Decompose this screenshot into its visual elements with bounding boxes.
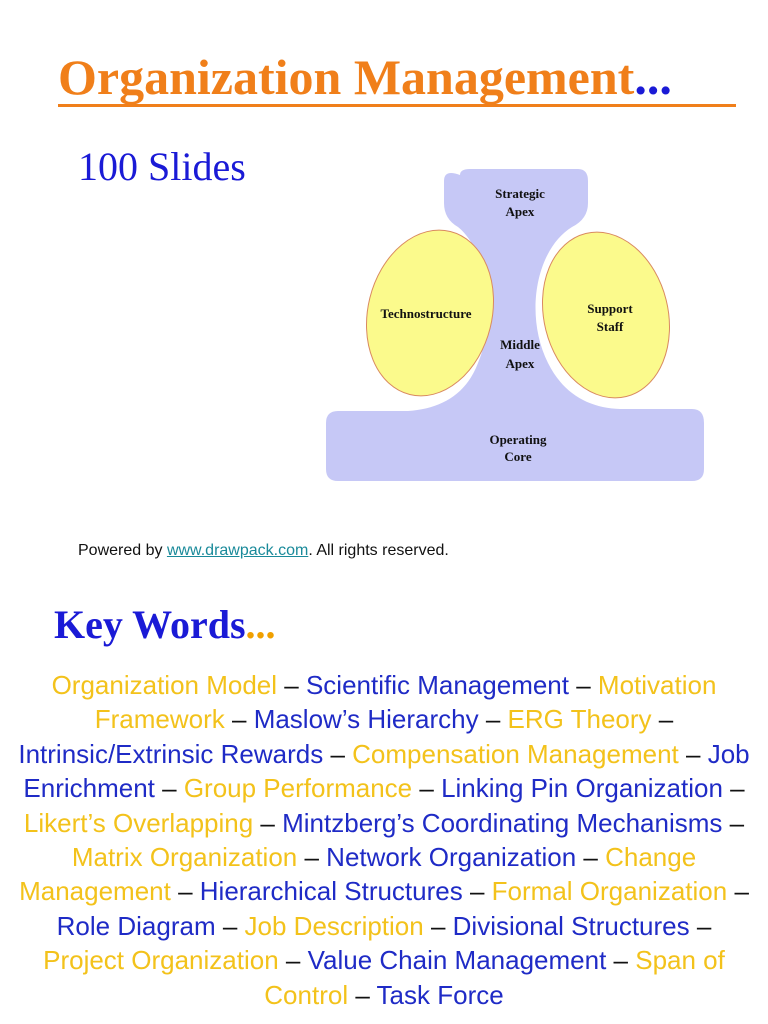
key-words-text: Key Words	[54, 602, 246, 647]
slides-count: 100 Slides	[78, 144, 246, 189]
keyword-separator: –	[323, 738, 353, 769]
keyword-item: Hierarchical Structures	[199, 876, 463, 907]
keyword-separator: –	[348, 979, 377, 1010]
mintzberg-diagram: Strategic Apex Technostructure Support S…	[320, 165, 712, 490]
keyword-separator: –	[569, 670, 598, 700]
keyword-separator: –	[689, 910, 712, 941]
keyword-separator: –	[722, 807, 745, 838]
key-words-ellipsis: ...	[245, 602, 276, 647]
keyword-item: ERG Theory	[507, 704, 652, 735]
keyword-item: Maslow’s Hierarchy	[253, 704, 479, 735]
powered-by-notice: Powered by www.drawpack.com. All rights …	[78, 540, 449, 562]
diagram-svg: Strategic Apex Technostructure Support S…	[326, 169, 704, 481]
keyword-item: Mintzberg’s Coordinating Mechanisms	[282, 807, 723, 838]
keyword-item: Job Description	[244, 910, 424, 941]
keyword-separator: –	[278, 945, 308, 976]
keyword-item: Span of Control	[264, 945, 725, 1010]
keyword-separator: –	[727, 876, 749, 907]
powered-suffix: . All rights reserved.	[308, 542, 449, 559]
keyword-item: Scientific Management	[305, 670, 569, 700]
keyword-item: Change Management	[19, 842, 697, 907]
keyword-item: Intrinsic/Extrinsic Rewards	[18, 738, 324, 769]
keyword-separator: –	[412, 773, 442, 804]
keyword-item: Value Chain Management	[307, 945, 607, 976]
keyword-item: Compensation Management	[352, 738, 679, 769]
keyword-item: Formal Organization	[491, 876, 728, 907]
keyword-item: Likert’s Overlapping	[23, 807, 254, 838]
strategic-apex-label-2: Apex	[506, 204, 535, 219]
keyword-item: Linking Pin Organization	[441, 773, 723, 804]
support-staff-label-1: Support	[587, 301, 633, 316]
keyword-separator: –	[297, 842, 327, 873]
page-title: Organization Management...	[58, 48, 672, 106]
operating-core-label-1: Operating	[489, 432, 547, 447]
powered-prefix: Powered by	[78, 542, 167, 559]
keyword-separator: –	[215, 910, 245, 941]
title-text: Organization Management	[58, 49, 635, 105]
keyword-separator: –	[606, 945, 636, 976]
keyword-separator: –	[576, 842, 606, 873]
keyword-separator: –	[253, 807, 283, 838]
keyword-separator: –	[423, 910, 453, 941]
keyword-item: Divisional Structures	[452, 910, 690, 941]
keyword-item: Group Performance	[183, 773, 413, 804]
keyword-separator: –	[478, 704, 508, 735]
keyword-item: Motivation Framework	[94, 670, 717, 735]
key-words-heading: Key Words...	[54, 600, 276, 650]
keyword-separator: –	[651, 704, 674, 735]
keyword-item: Organization Model	[51, 670, 278, 700]
title-underline	[58, 104, 736, 107]
keyword-item: Task Force	[376, 979, 504, 1010]
keyword-separator: –	[277, 670, 306, 700]
keyword-separator: –	[224, 704, 254, 735]
keyword-separator: –	[170, 876, 200, 907]
support-staff-oval	[542, 231, 670, 399]
keyword-item: Project Organization	[43, 945, 279, 976]
keyword-separator: –	[462, 876, 492, 907]
keyword-separator: –	[678, 738, 708, 769]
middle-apex-label-1: Middle	[500, 337, 540, 352]
support-staff-label-2: Staff	[597, 319, 624, 334]
middle-apex-label-2: Apex	[506, 356, 535, 371]
keyword-item: Role Diagram	[56, 910, 216, 941]
technostructure-label: Technostructure	[381, 306, 472, 321]
keyword-item: Matrix Organization	[71, 842, 298, 873]
keyword-separator: –	[154, 773, 184, 804]
keywords-paragraph: Organization Model – Scientific Manageme…	[14, 668, 754, 1012]
strategic-apex-label-1: Strategic	[495, 186, 545, 201]
keyword-item: Job Enrichment	[23, 738, 750, 804]
keyword-separator: –	[722, 773, 745, 804]
drawpack-link[interactable]: www.drawpack.com	[166, 542, 309, 559]
title-ellipsis: ...	[634, 49, 672, 105]
technostructure-oval	[366, 229, 494, 397]
diagram-body-shape	[326, 169, 704, 481]
keyword-item: Network Organization	[326, 842, 577, 873]
operating-core-label-2: Core	[504, 449, 531, 464]
